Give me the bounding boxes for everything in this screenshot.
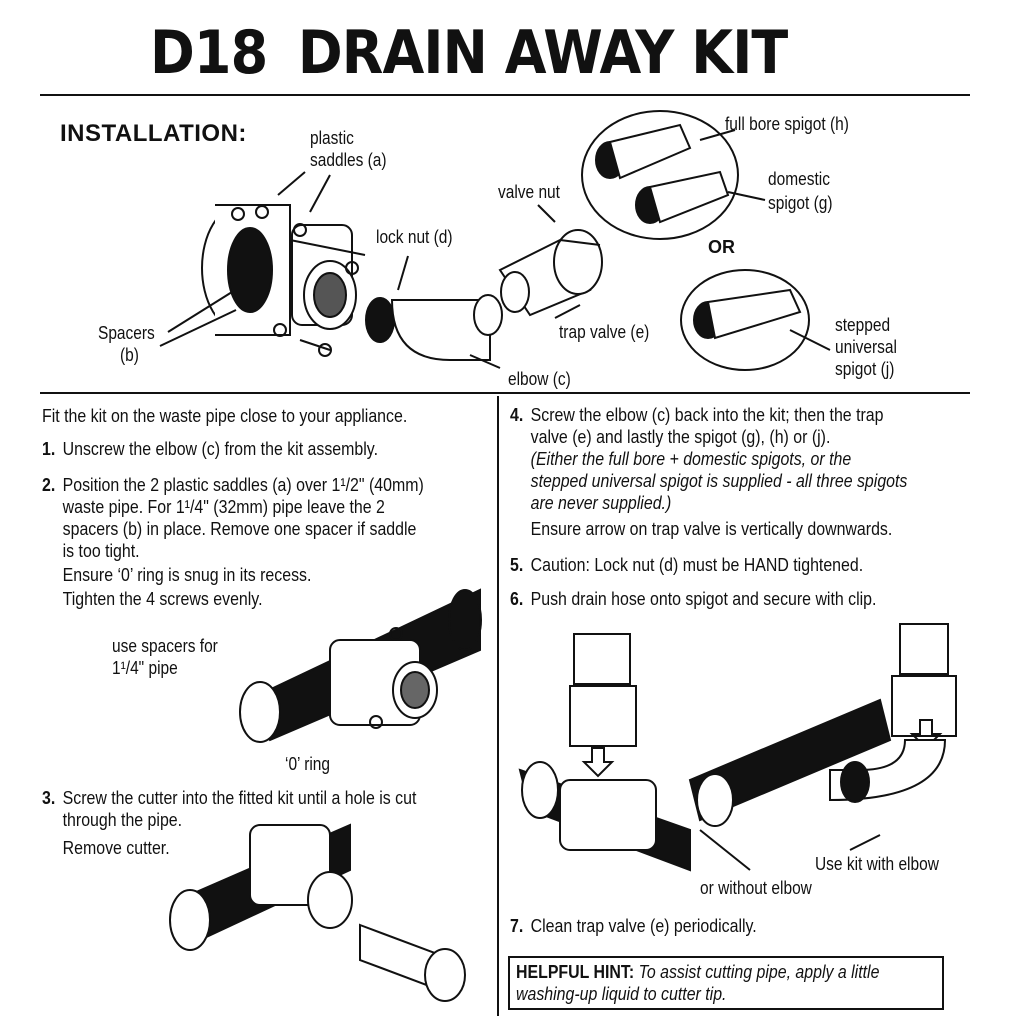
label-spacers-2: (b) — [120, 345, 139, 365]
hint-text: To assist cutting pipe, apply a little — [638, 961, 880, 982]
step-text: Remove cutter. — [62, 837, 170, 858]
kit-assembly-illustration — [201, 204, 603, 361]
step-number: 4. — [510, 404, 524, 425]
step-text: waste pipe. For 1¹/4" (32mm) pipe leave … — [62, 496, 385, 517]
label-use-spacers-2: 1¹/4" pipe — [112, 658, 178, 678]
leader-lines — [159, 129, 831, 369]
drain-hose-illustration — [518, 623, 957, 872]
step-text: Push drain hose onto spigot and secure w… — [530, 588, 877, 609]
cutter-illustration — [169, 823, 466, 1002]
label-o-ring: ‘0’ ring — [285, 754, 331, 774]
step-5: 5. Caution: Lock nut (d) must be HAND ti… — [510, 554, 863, 576]
label-stepped-1: stepped — [835, 315, 891, 335]
step-note: are never supplied.) — [530, 492, 672, 513]
step-text: Ensure arrow on trap valve is vertically… — [530, 518, 893, 539]
step-number: 7. — [510, 915, 524, 936]
step-text: Clean trap valve (e) periodically. — [530, 915, 757, 936]
step-6: 6. Push drain hose onto spigot and secur… — [510, 588, 876, 610]
step-text: Position the 2 plastic saddles (a) over … — [62, 474, 424, 495]
step-number: 5. — [510, 554, 524, 575]
step-text: Screw the cutter into the fitted kit unt… — [62, 787, 417, 808]
step-note: stepped universal spigot is supplied - a… — [530, 470, 908, 491]
step-number: 3. — [42, 787, 56, 808]
step-text: Caution: Lock nut (d) must be HAND tight… — [530, 554, 864, 575]
step-text: valve (e) and lastly the spigot (g), (h)… — [530, 426, 831, 447]
label-spacers-1: Spacers — [98, 323, 155, 343]
intro-text: Fit the kit on the waste pipe close to y… — [42, 405, 408, 426]
hint-text: washing-up liquid to cutter tip. — [516, 983, 727, 1004]
step-number: 2. — [42, 474, 56, 495]
label-valve-nut: valve nut — [498, 182, 560, 202]
step-text: Ensure ‘0’ ring is snug in its recess. — [62, 564, 312, 585]
label-without-elbow: or without elbow — [700, 878, 812, 898]
label-stepped-3: spigot (j) — [835, 359, 895, 379]
step-text: Unscrew the elbow (c) from the kit assem… — [62, 438, 378, 459]
label-elbow: elbow (c) — [508, 369, 571, 389]
step-number: 1. — [42, 438, 56, 459]
step-text: through the pipe. — [62, 809, 183, 830]
label-domestic-2: spigot (g) — [768, 193, 833, 213]
helpful-hint-box: HELPFUL HINT: To assist cutting pipe, ap… — [508, 956, 944, 1010]
step-1: 1. Unscrew the elbow (c) from the kit as… — [42, 438, 378, 460]
column-divider — [497, 396, 499, 1016]
label-full-bore-spigot: full bore spigot (h) — [725, 114, 849, 134]
hint-label: HELPFUL HINT: — [516, 961, 635, 982]
label-use-spacers-1: use spacers for — [112, 636, 218, 656]
page-title: D18 DRAIN AWAY KIT — [150, 18, 788, 88]
label-lock-nut: lock nut (d) — [376, 227, 453, 247]
step-4: 4. Screw the elbow (c) back into the kit;… — [510, 404, 974, 540]
step-3: 3. Screw the cutter into the fitted kit u… — [42, 787, 489, 859]
step-text: is too tight. — [62, 540, 140, 561]
label-saddles-2: saddles (a) — [310, 150, 387, 170]
label-domestic-1: domestic — [768, 169, 830, 189]
product-code: D18 — [150, 18, 268, 88]
label-or: OR — [708, 237, 735, 257]
spigot-illustrations — [581, 110, 810, 371]
step-text: spacers (b) in place. Remove one spacer … — [62, 518, 417, 539]
step-7: 7. Clean trap valve (e) periodically. — [510, 915, 757, 937]
label-use-kit-with-elbow: Use kit with elbow — [815, 854, 939, 874]
top-divider — [40, 94, 970, 96]
step-text: Screw the elbow (c) back into the kit; t… — [530, 404, 884, 425]
step-text: Tighten the 4 screws evenly. — [62, 588, 263, 609]
step-2: 2. Position the 2 plastic saddles (a) ove… — [42, 474, 489, 610]
step-number: 6. — [510, 588, 524, 609]
step-note: (Either the full bore + domestic spigots… — [530, 448, 852, 469]
fitted-kit-illustration — [239, 588, 482, 743]
product-title: DRAIN AWAY KIT — [297, 18, 788, 88]
label-stepped-2: universal — [835, 337, 897, 357]
label-saddles-1: plastic — [310, 128, 354, 148]
middle-divider — [40, 392, 970, 394]
installation-heading: INSTALLATION: — [60, 120, 247, 147]
label-trap-valve: trap valve (e) — [559, 322, 650, 342]
